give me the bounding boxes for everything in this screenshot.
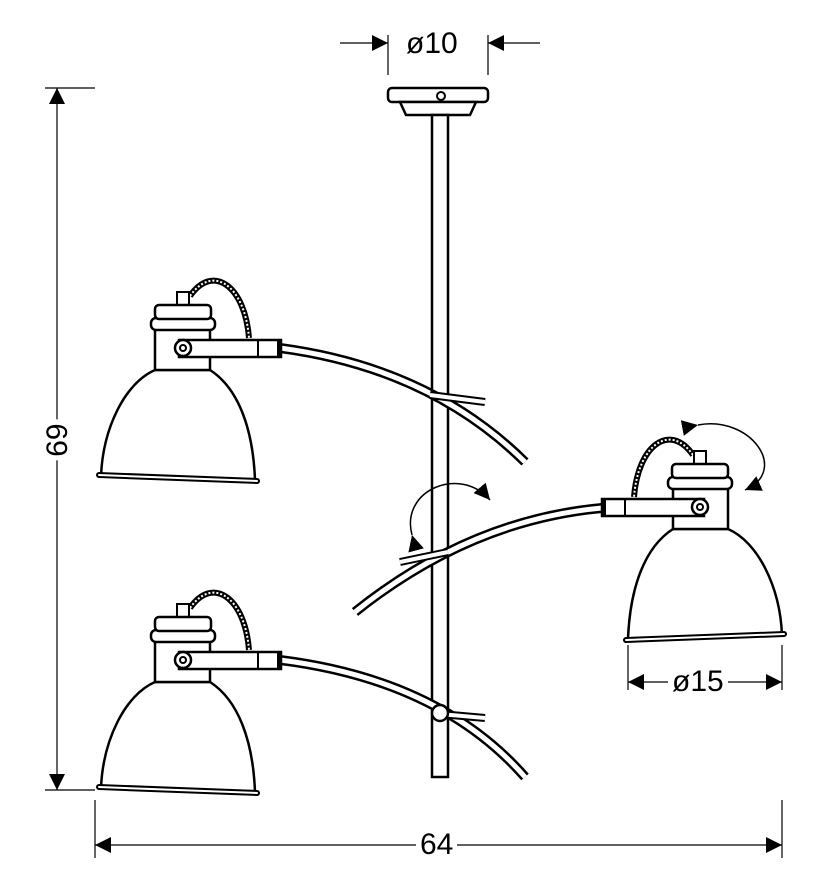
ceiling-canopy [386,86,490,117]
canopy-diameter-label: ø10 [402,28,462,60]
shade-diameter-label: ø15 [668,666,728,698]
height-label: 69 [39,419,73,461]
dimension-lines [45,35,783,858]
rotation-arrow-icon [680,420,766,491]
arms [279,343,603,781]
width-label: 64 [416,829,458,861]
rotation-arrow-icon [408,482,491,553]
lamp-bottom-left [99,593,282,793]
lamp-top-left [99,281,282,481]
lamp-right [601,440,784,640]
pole [430,113,450,779]
